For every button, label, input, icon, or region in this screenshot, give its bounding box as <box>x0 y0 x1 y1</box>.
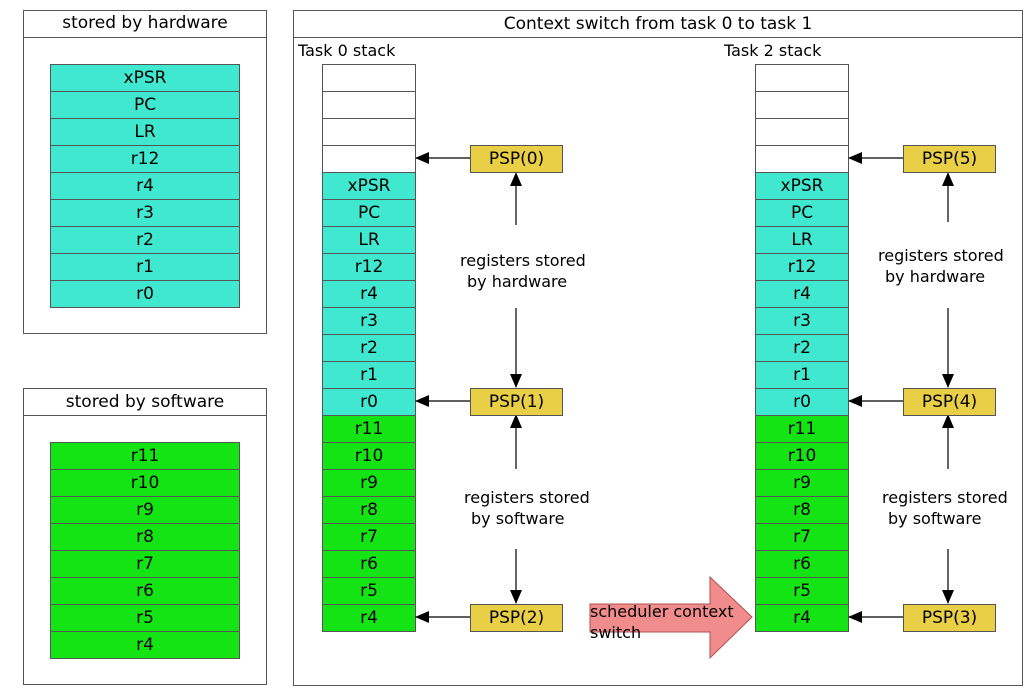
task2-stack-empty-slot <box>755 92 849 119</box>
legend-hardware-title: stored by hardware <box>62 13 228 33</box>
legend-hw-register-1: PC <box>50 92 240 119</box>
task2-stack-hw-register-0: xPSR <box>755 173 849 200</box>
left-sw-note: registers stored by software <box>464 487 590 529</box>
context-switch-title: Context switch from task 0 to task 1 <box>503 14 813 34</box>
psp1-box: PSP(1) <box>470 388 563 416</box>
task0-stack-hw-register-1: PC <box>322 200 416 227</box>
task0-stack-hw-register-6: r2 <box>322 335 416 362</box>
legend-hw-register-0: xPSR <box>50 65 240 92</box>
task2-stack-hw-register-3: r12 <box>755 254 849 281</box>
task0-stack-sw-register-6: r5 <box>322 578 416 605</box>
task0-stack-hw-register-0: xPSR <box>322 173 416 200</box>
legend-sw-register-2: r9 <box>50 497 240 524</box>
left-hw-note: registers stored by hardware <box>460 250 586 292</box>
right-hw-note-line1: registers stored <box>878 246 1004 265</box>
scheduler-switch-label: scheduler context switch <box>590 601 734 643</box>
task0-stack-empty-slot <box>322 119 416 146</box>
task2-stack-hw-register-8: r0 <box>755 389 849 416</box>
task0-stack-sw-register-4: r7 <box>322 524 416 551</box>
task2-stack-sw-register-0: r11 <box>755 416 849 443</box>
legend-hw-register-6: r2 <box>50 227 240 254</box>
task2-stack-empty-slot <box>755 119 849 146</box>
right-sw-note-line2: by software <box>888 509 982 528</box>
left-hw-note-line1: registers stored <box>460 251 586 270</box>
right-hw-note-line2: by hardware <box>885 267 986 286</box>
task0-stack-sw-register-0: r11 <box>322 416 416 443</box>
task2-stack-hw-register-6: r2 <box>755 335 849 362</box>
legend-sw-register-7: r4 <box>50 632 240 659</box>
task2-stack-label: Task 2 stack <box>724 41 822 60</box>
task0-stack-hw-register-3: r12 <box>322 254 416 281</box>
legend-sw-register-0: r11 <box>50 443 240 470</box>
task0-stack-hw-register-2: LR <box>322 227 416 254</box>
psp0-box: PSP(0) <box>470 145 563 173</box>
right-sw-note-line1: registers stored <box>882 488 1008 507</box>
task2-stack-empty-slot <box>755 146 849 173</box>
psp2-box: PSP(2) <box>470 604 563 632</box>
scheduler-switch-label-line2: switch <box>590 623 642 642</box>
right-hw-note: registers stored by hardware <box>878 245 1004 287</box>
legend-hw-register-7: r1 <box>50 254 240 281</box>
legend-sw-register-6: r5 <box>50 605 240 632</box>
task0-stack-empty-slot <box>322 146 416 173</box>
task2-stack-sw-register-3: r8 <box>755 497 849 524</box>
scheduler-switch-label-line1: scheduler context <box>590 602 734 621</box>
task0-stack-hw-register-5: r3 <box>322 308 416 335</box>
task0-stack-sw-register-7: r4 <box>322 605 416 632</box>
right-sw-note: registers stored by software <box>882 487 1008 529</box>
task2-stack-sw-register-1: r10 <box>755 443 849 470</box>
psp5-box: PSP(5) <box>903 145 996 173</box>
task0-stack-sw-register-5: r6 <box>322 551 416 578</box>
task2-stack-sw-register-6: r5 <box>755 578 849 605</box>
legend-sw-register-5: r6 <box>50 578 240 605</box>
task2-stack-hw-register-1: PC <box>755 200 849 227</box>
task0-stack-hw-register-4: r4 <box>322 281 416 308</box>
task0-stack-empty-slot <box>322 92 416 119</box>
left-hw-note-line2: by hardware <box>467 272 568 291</box>
legend-sw-register-3: r8 <box>50 524 240 551</box>
legend-sw-register-4: r7 <box>50 551 240 578</box>
task2-stack-empty-slot <box>755 65 849 92</box>
legend-hw-register-8: r0 <box>50 281 240 308</box>
task0-stack-empty-slot <box>322 65 416 92</box>
task2-stack-sw-register-7: r4 <box>755 605 849 632</box>
task0-stack-label: Task 0 stack <box>298 41 396 60</box>
task2-stack-sw-register-2: r9 <box>755 470 849 497</box>
left-sw-note-line2: by software <box>471 509 565 528</box>
psp3-box: PSP(3) <box>903 604 996 632</box>
left-sw-note-line1: registers stored <box>464 488 590 507</box>
task2-stack-hw-register-2: LR <box>755 227 849 254</box>
legend-software-divider <box>24 415 266 416</box>
task0-stack-sw-register-2: r9 <box>322 470 416 497</box>
task0-stack-hw-register-7: r1 <box>322 362 416 389</box>
legend-hw-register-5: r3 <box>50 200 240 227</box>
legend-sw-register-1: r10 <box>50 470 240 497</box>
legend-hw-register-4: r4 <box>50 173 240 200</box>
task0-stack-sw-register-1: r10 <box>322 443 416 470</box>
context-switch-divider <box>294 37 1022 38</box>
task2-stack-sw-register-5: r6 <box>755 551 849 578</box>
legend-hardware-divider <box>24 37 266 38</box>
task2-stack-hw-register-5: r3 <box>755 308 849 335</box>
legend-software-title: stored by software <box>65 392 225 412</box>
psp4-box: PSP(4) <box>903 388 996 416</box>
task0-stack-sw-register-3: r8 <box>322 497 416 524</box>
task2-stack-sw-register-4: r7 <box>755 524 849 551</box>
legend-hw-register-3: r12 <box>50 146 240 173</box>
legend-hw-register-2: LR <box>50 119 240 146</box>
scheduler-switch-arrow <box>589 575 753 660</box>
task0-stack-hw-register-8: r0 <box>322 389 416 416</box>
task2-stack-hw-register-4: r4 <box>755 281 849 308</box>
task2-stack-hw-register-7: r1 <box>755 362 849 389</box>
